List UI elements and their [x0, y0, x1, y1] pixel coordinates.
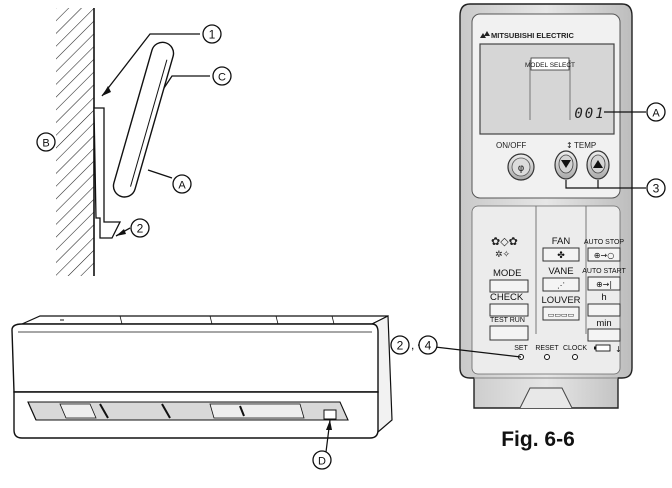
auto-stop-label: AUTO STOP [584, 239, 625, 246]
callout-separator: , [411, 338, 414, 352]
hour-button[interactable] [587, 303, 621, 317]
minute-label: min [596, 318, 611, 329]
svg-text:B: B [42, 138, 49, 150]
svg-text:A: A [178, 180, 186, 192]
power-icon: φ [518, 163, 525, 174]
svg-text:A: A [652, 108, 660, 120]
auto-start-button[interactable]: ⊕→| [587, 276, 621, 291]
mode-button[interactable] [489, 279, 529, 293]
fan-button[interactable]: ✤ [542, 247, 580, 262]
callout-3-remote: 3 [646, 178, 666, 198]
figure-caption: Fig. 6-6 [501, 428, 575, 451]
hour-label: h [601, 292, 606, 303]
mode-label: MODE [493, 268, 522, 279]
temp-icon: ↕ [566, 141, 573, 150]
set-label: SET [514, 345, 528, 352]
timer-off-icon: ⊕→○ [594, 251, 614, 260]
mode-symbols-icon: ✿◇✿ [491, 235, 518, 248]
temp-label: TEMP [574, 141, 596, 150]
callout-D: D [312, 450, 332, 470]
remote-controller: MITSUBISHI ELECTRIC MODEL SELECT 001 ON/… [390, 3, 666, 409]
callout-A-remote: A [646, 102, 666, 122]
indoor-unit-diagram: D [11, 315, 393, 470]
svg-text:2: 2 [397, 339, 404, 353]
callout-C: C [212, 66, 232, 86]
fan-symbols-icon: ✲✧ [495, 250, 511, 260]
tilted-remote-controller [112, 41, 175, 198]
model-select-label: MODEL SELECT [525, 62, 575, 69]
temp-up-button[interactable] [586, 150, 610, 180]
test-run-button[interactable] [489, 325, 529, 341]
on-off-button[interactable]: φ [507, 153, 535, 181]
test-run-label: TEST RUN [490, 317, 525, 324]
wall-mount-diagram: 1 C B A 2 [36, 8, 232, 276]
clock-button[interactable] [572, 354, 578, 360]
svg-text:3: 3 [653, 182, 660, 196]
callout-2-remote: 2 [390, 335, 410, 355]
fan-icon: ✤ [557, 251, 565, 261]
up-arrow-icon [593, 160, 603, 168]
clock-label: CLOCK [563, 345, 587, 352]
louver-icon: ▭▭▭▭ [548, 311, 574, 319]
louver-label: LOUVER [541, 295, 580, 306]
svg-text:D: D [318, 456, 326, 468]
check-label: CHECK [490, 292, 524, 303]
callout-4-remote: 4 [418, 335, 438, 355]
vane-button[interactable]: ⋰ [542, 277, 580, 292]
svg-text:C: C [218, 72, 226, 84]
mounting-bracket [93, 107, 122, 239]
callout-B: B [36, 132, 56, 152]
check-button[interactable] [489, 303, 529, 317]
callout-A: A [172, 174, 192, 194]
reset-label: RESET [535, 345, 559, 352]
svg-text:1: 1 [209, 28, 216, 42]
fan-label: FAN [552, 236, 571, 247]
auto-stop-button[interactable]: ⊕→○ [587, 247, 621, 262]
minute-button[interactable] [587, 328, 621, 342]
svg-text:4: 4 [425, 339, 432, 353]
battery-icon: ↓ [594, 344, 622, 354]
down-arrow-icon [561, 160, 571, 168]
on-off-label: ON/OFF [496, 141, 526, 150]
callout-2: 2 [130, 218, 150, 238]
reset-button[interactable] [544, 354, 550, 360]
wall-hatching [56, 8, 94, 276]
svg-text:↓: ↓ [615, 345, 622, 354]
lcd-display [479, 43, 615, 135]
lcd-digits: 001 [574, 106, 605, 122]
vane-label: VANE [548, 266, 573, 277]
louver-button[interactable]: ▭▭▭▭ [542, 306, 580, 321]
temp-down-button[interactable] [554, 150, 578, 180]
brand-label: MITSUBISHI ELECTRIC [491, 31, 575, 40]
callout-1: 1 [202, 24, 222, 44]
svg-text:2: 2 [137, 222, 144, 236]
vane-icon: ⋰ [557, 281, 565, 290]
auto-start-label: AUTO START [582, 268, 626, 275]
timer-on-icon: ⊕→| [596, 280, 612, 289]
